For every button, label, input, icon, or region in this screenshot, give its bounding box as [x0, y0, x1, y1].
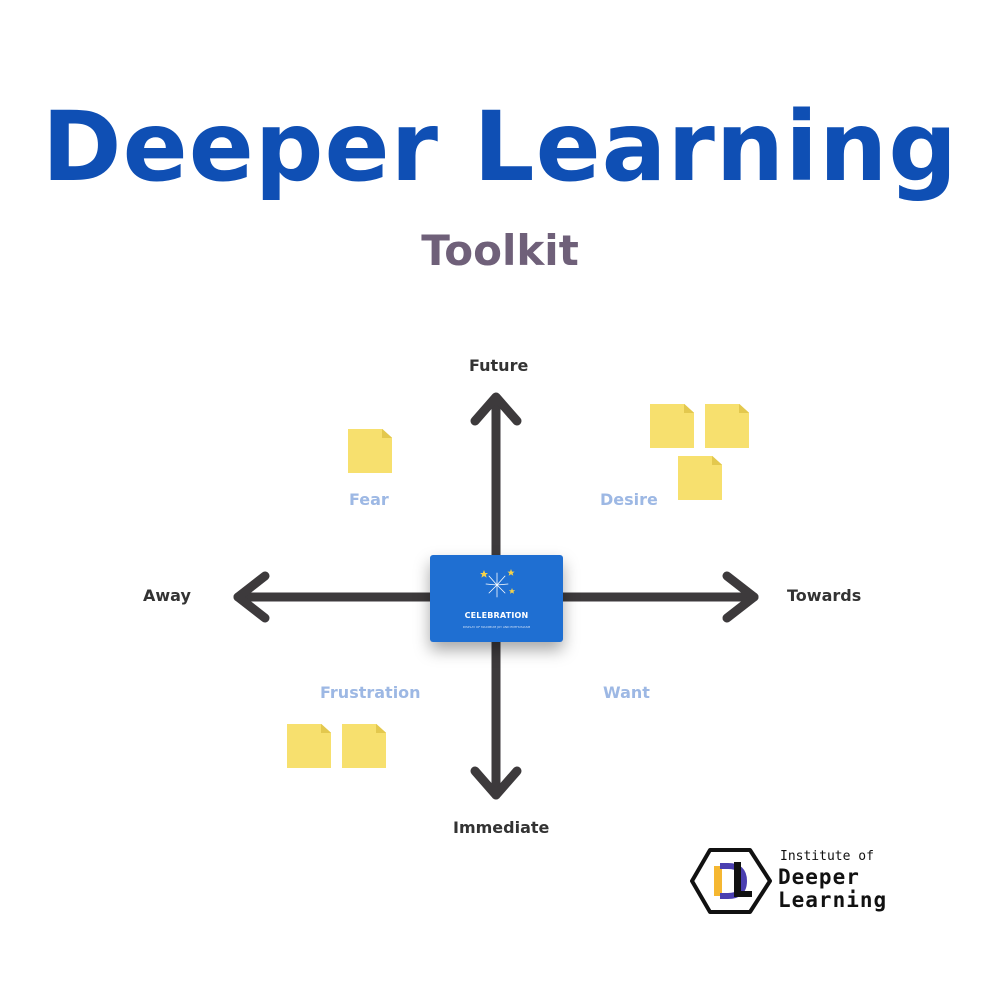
- quadrant-label-fear: Fear: [349, 490, 389, 509]
- logo-text-learning: Learning: [778, 888, 888, 912]
- logo-text-deeper: Deeper: [778, 865, 860, 889]
- quadrant-label-want: Want: [603, 683, 650, 702]
- page-subtitle: Toolkit: [421, 226, 579, 275]
- arrow-down-icon: [470, 766, 522, 800]
- arrow-left-icon: [233, 571, 270, 623]
- axis-label-towards: Towards: [787, 586, 862, 605]
- sticky-note[interactable]: [705, 404, 749, 448]
- axis-label-away: Away: [143, 586, 191, 605]
- logo-text-institute: Institute of: [780, 849, 874, 864]
- axis-label-immediate: Immediate: [453, 818, 550, 837]
- axis-label-future: Future: [469, 356, 529, 375]
- sticky-note[interactable]: [287, 724, 331, 768]
- page-title: Deeper Learning: [41, 91, 959, 203]
- sticky-note[interactable]: [348, 429, 392, 473]
- sticky-note[interactable]: [650, 404, 694, 448]
- sticky-note[interactable]: [342, 724, 386, 768]
- sticky-note[interactable]: [678, 456, 722, 500]
- celebration-card[interactable]: CELEBRATION DISPLAY OF MAXIMUM JOY AND E…: [430, 555, 563, 642]
- card-title: CELEBRATION: [464, 611, 529, 620]
- arrow-up-icon: [470, 392, 522, 426]
- institute-logo-icon: [690, 848, 772, 914]
- quadrant-label-desire: Desire: [600, 490, 658, 509]
- card-subtitle: DISPLAY OF MAXIMUM JOY AND ENTHUSIASM: [462, 625, 531, 629]
- fireworks-icon: [480, 569, 516, 598]
- quadrant-label-frustration: Frustration: [320, 683, 421, 702]
- arrow-right-icon: [722, 571, 759, 623]
